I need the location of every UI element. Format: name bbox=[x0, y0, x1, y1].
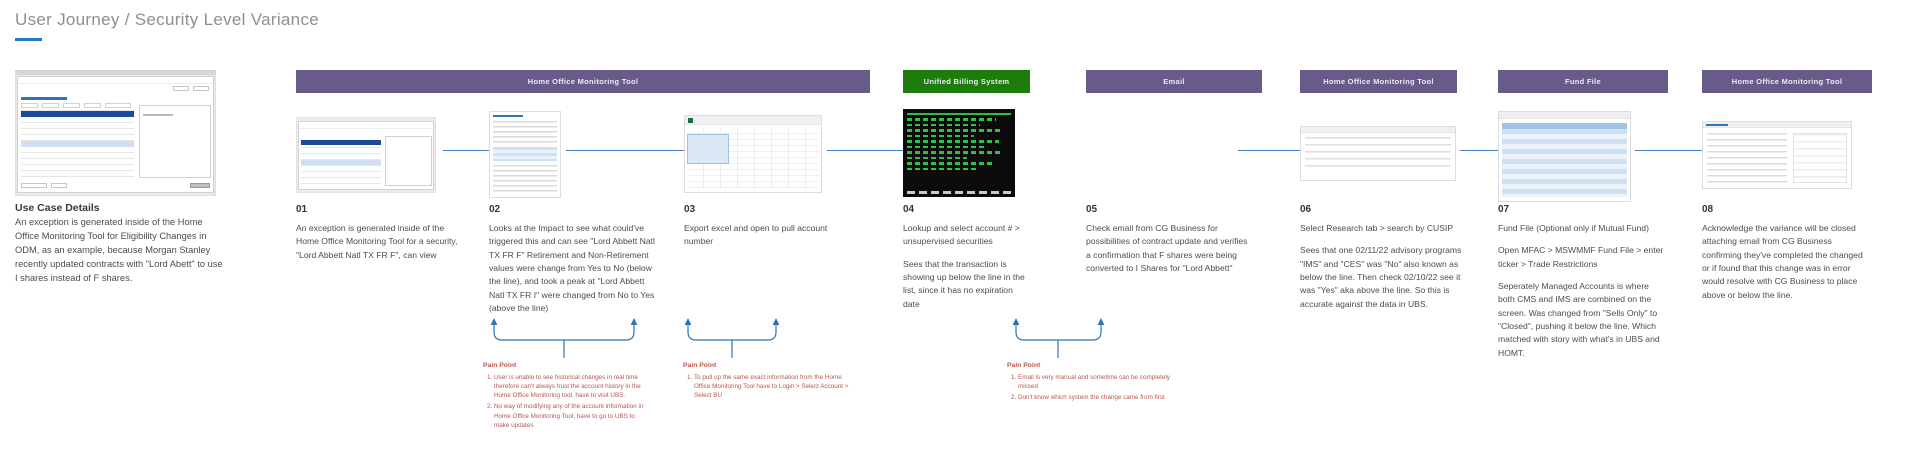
step-number: 01 bbox=[296, 204, 308, 215]
system-bar-label: Fund File bbox=[1564, 77, 1602, 86]
connector-01-02 bbox=[443, 150, 489, 151]
use-case-heading: Use Case Details bbox=[15, 202, 100, 214]
step-text: Sees that one 02/11/22 advisory programs… bbox=[1300, 245, 1462, 309]
step-06-thumbnail bbox=[1300, 126, 1456, 181]
page-title: User Journey / Security Level Variance bbox=[15, 10, 319, 29]
connector-03-04 bbox=[827, 150, 903, 151]
step-text: Sees that the transaction is showing up … bbox=[903, 258, 1025, 309]
use-case-body: An exception is generated inside of the … bbox=[15, 217, 223, 283]
step-number: 07 bbox=[1498, 204, 1510, 215]
step-text: Export excel and open to pull account nu… bbox=[684, 223, 828, 247]
pain-point-item: User is unable to see historical changes… bbox=[494, 373, 648, 400]
step-text: Looks at the Impact to see what could've… bbox=[489, 223, 655, 313]
pain-point-heading: Pain Point bbox=[683, 362, 717, 369]
system-bar-label: Unified Billing System bbox=[923, 77, 1010, 86]
system-bar-homt-2: Home Office Monitoring Tool bbox=[1300, 70, 1457, 93]
title-underline bbox=[15, 38, 42, 41]
step-04-terminal-thumbnail bbox=[903, 109, 1015, 197]
system-bar-fund-file: Fund File bbox=[1498, 70, 1668, 93]
step-text: Fund File (Optional only if Mutual Fund) bbox=[1498, 223, 1649, 233]
highlighted-row bbox=[21, 141, 134, 147]
selected-row bbox=[21, 111, 134, 117]
system-bar-ubs: Unified Billing System bbox=[903, 70, 1030, 93]
pain-point-2: Pain Point To pull up the same exact inf… bbox=[683, 362, 853, 402]
pain-point-heading: Pain Point bbox=[1007, 362, 1041, 369]
pain-point-bracket-3 bbox=[1012, 318, 1105, 358]
step-number: 04 bbox=[903, 204, 915, 215]
pain-point-item: To pull up the same exact information fr… bbox=[694, 373, 853, 400]
header-button bbox=[173, 86, 189, 91]
system-bar-label: Email bbox=[1163, 77, 1185, 86]
system-bar-homt-3: Home Office Monitoring Tool bbox=[1702, 70, 1872, 93]
connector-02-03 bbox=[566, 150, 684, 151]
pain-point-item: Don't know which system the change came … bbox=[1018, 393, 1179, 402]
connector-05-06 bbox=[1238, 150, 1300, 151]
pain-point-bracket-2 bbox=[684, 318, 780, 358]
step-07-thumbnail bbox=[1498, 111, 1631, 202]
step-02: 02 Looks at the Impact to see what could… bbox=[489, 204, 661, 324]
header-button bbox=[193, 86, 209, 91]
table-footer bbox=[21, 183, 210, 190]
use-case-screenshot bbox=[15, 70, 216, 196]
system-bar-label: Home Office Monitoring Tool bbox=[527, 77, 639, 86]
step-08: 08 Acknowledge the variance will be clos… bbox=[1702, 204, 1864, 311]
step-text: Acknowledge the variance will be closed … bbox=[1702, 223, 1863, 300]
step-03-thumbnail bbox=[684, 115, 822, 193]
excel-icon bbox=[688, 118, 693, 123]
step-text: Lookup and select account # > unsupervis… bbox=[903, 223, 1020, 247]
step-number: 05 bbox=[1086, 204, 1098, 215]
browser-chrome-strip bbox=[15, 70, 216, 75]
step-number: 03 bbox=[684, 204, 696, 215]
pain-point-1: Pain Point User is unable to see histori… bbox=[483, 362, 648, 432]
connector-07-08 bbox=[1635, 150, 1702, 151]
step-06: 06 Select Research tab > search by CUSIP… bbox=[1300, 204, 1468, 320]
step-07: 07 Fund File (Optional only if Mutual Fu… bbox=[1498, 204, 1664, 369]
step-number: 08 bbox=[1702, 204, 1714, 215]
step-text: An exception is generated inside of the … bbox=[296, 223, 458, 260]
page-heading-placeholder bbox=[21, 97, 67, 100]
step-05: 05 Check email from CG Business for poss… bbox=[1086, 204, 1248, 284]
app-window bbox=[17, 76, 214, 193]
step-01-thumbnail bbox=[296, 117, 436, 193]
pain-point-item: Email is very manual and sometime can be… bbox=[1018, 373, 1179, 391]
step-text: Check email from CG Business for possibi… bbox=[1086, 223, 1248, 273]
page-heading-row bbox=[18, 84, 213, 100]
pain-point-heading: Pain Point bbox=[483, 362, 517, 369]
system-bar-label: Home Office Monitoring Tool bbox=[1323, 77, 1434, 86]
connector-06-07 bbox=[1460, 150, 1498, 151]
step-text: Seperately Managed Accounts is where bot… bbox=[1498, 280, 1660, 358]
link-placeholder bbox=[1706, 124, 1728, 126]
pain-point-item: No way of modifying any of the account i… bbox=[494, 402, 648, 429]
step-number: 02 bbox=[489, 204, 501, 215]
menu-row bbox=[18, 77, 213, 84]
step-text: Select Research tab > search by CUSIP bbox=[1300, 223, 1454, 233]
step-08-thumbnail bbox=[1702, 121, 1852, 189]
step-02-thumbnail bbox=[489, 111, 561, 198]
system-bar-email: Email bbox=[1086, 70, 1262, 93]
step-03: 03 Export excel and open to pull account… bbox=[684, 204, 844, 258]
system-bar-label: Home Office Monitoring Tool bbox=[1731, 77, 1843, 86]
system-bar-homt-1: Home Office Monitoring Tool bbox=[296, 70, 870, 93]
step-04: 04 Lookup and select account # > unsuper… bbox=[903, 204, 1031, 320]
step-text: Open MFAC > MSWMMF Fund File > enter tic… bbox=[1498, 245, 1664, 269]
detail-panel bbox=[139, 105, 211, 178]
step-number: 06 bbox=[1300, 204, 1312, 215]
pain-point-bracket-1 bbox=[490, 318, 638, 358]
step-01: 01 An exception is generated inside of t… bbox=[296, 204, 468, 271]
pain-point-3: Pain Point Email is very manual and some… bbox=[1007, 362, 1179, 404]
